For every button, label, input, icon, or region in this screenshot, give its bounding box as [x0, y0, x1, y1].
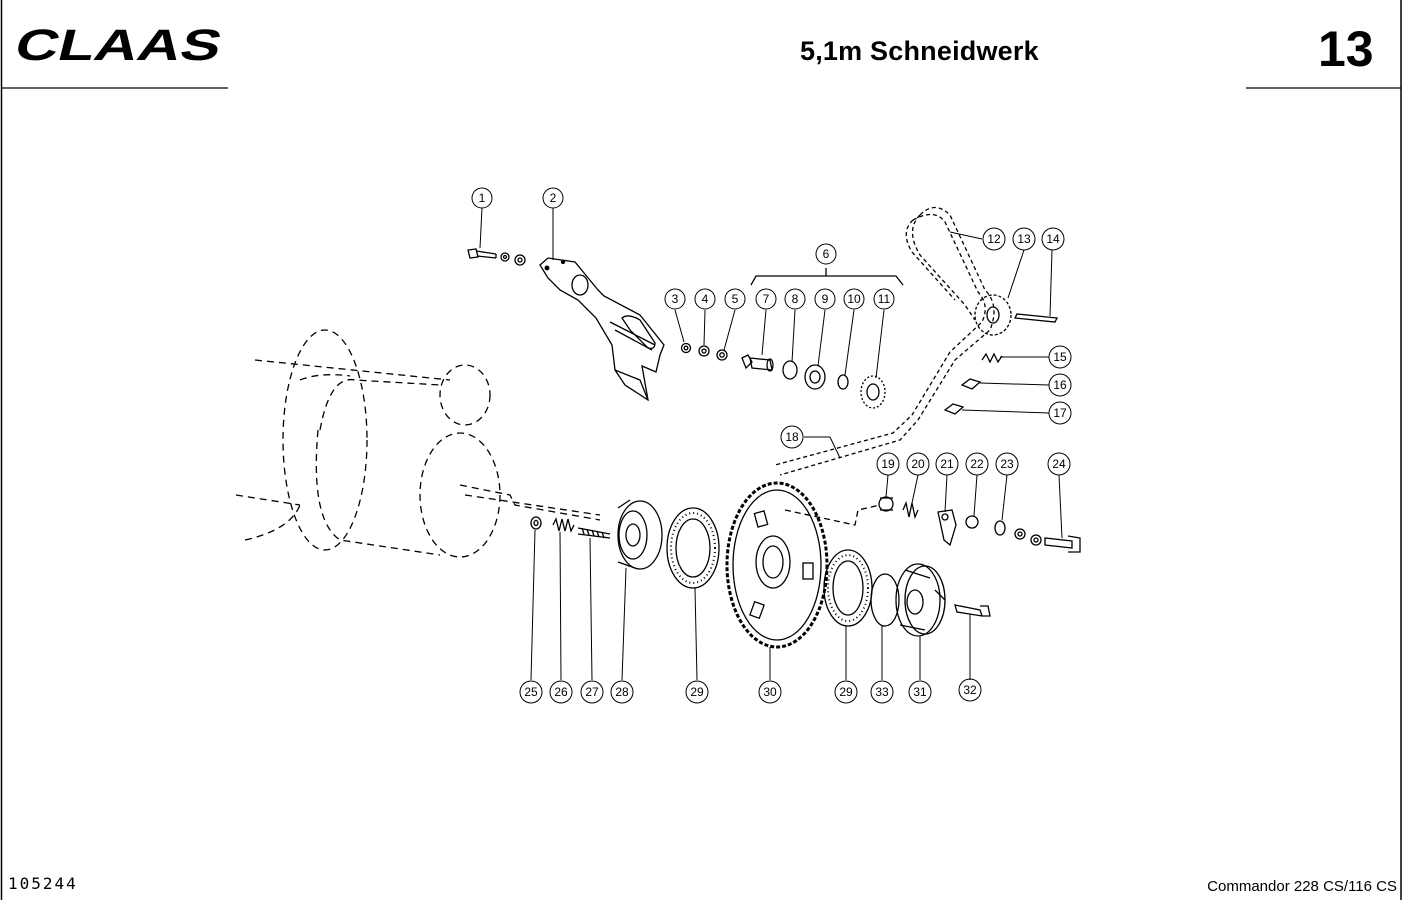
callout-19: 19 [881, 457, 895, 471]
callout-18: 18 [785, 430, 799, 444]
callout-9: 9 [822, 292, 829, 306]
callout-28: 28 [615, 685, 629, 699]
callout-16: 16 [1053, 378, 1067, 392]
callout-10: 10 [847, 292, 861, 306]
spring-15 [981, 352, 1003, 364]
callout-21: 21 [940, 457, 954, 471]
upper-sprocket [974, 294, 1012, 336]
callout-4: 4 [702, 292, 709, 306]
callout-29-left: 29 [690, 685, 704, 699]
callout-24: 24 [1052, 457, 1066, 471]
tensioner-parts [878, 496, 1081, 553]
hub-cover-31 [895, 563, 946, 637]
bracket-assembly [467, 248, 728, 402]
callout-circles [471, 187, 1072, 704]
model-label: Commandor 228 CS/116 CS [1207, 878, 1397, 895]
friction-disc-right [823, 549, 873, 627]
claas-logo: CLAAS [10, 22, 227, 68]
shaft-parts [530, 499, 663, 570]
callout-6: 6 [823, 247, 830, 261]
callout-1: 1 [479, 191, 486, 205]
pin-14 [1013, 313, 1059, 323]
callout-32: 32 [963, 683, 977, 697]
link-16 [960, 378, 982, 390]
spring-ring-33 [870, 573, 900, 627]
page-number: 13 [1318, 21, 1374, 77]
callout-27: 27 [585, 685, 599, 699]
leader-lines [479, 207, 1063, 681]
svg-text:CLAAS: CLAAS [10, 22, 227, 68]
document-number: 105244 [8, 874, 78, 893]
bolt-32 [954, 604, 991, 617]
drive-chain [774, 206, 995, 476]
callout-23: 23 [1000, 457, 1014, 471]
callout-31: 31 [913, 685, 927, 699]
callout-15: 15 [1053, 350, 1067, 364]
callout-30: 30 [763, 685, 777, 699]
callout-8: 8 [792, 292, 799, 306]
callout-17: 17 [1053, 406, 1067, 420]
callout-7: 7 [763, 292, 770, 306]
callout-13: 13 [1017, 232, 1031, 246]
page-title: 5,1m Schneidwerk [800, 36, 1039, 66]
center-line [784, 504, 881, 526]
friction-disc-left [666, 507, 720, 589]
callout-33: 33 [875, 685, 889, 699]
callout-29-right: 29 [839, 685, 853, 699]
callout-5: 5 [732, 292, 739, 306]
callout-25: 25 [524, 685, 538, 699]
idler-assembly [741, 354, 886, 409]
callout-2: 2 [550, 191, 557, 205]
callout-11: 11 [878, 292, 891, 306]
housing-outline [235, 329, 601, 558]
callout-20: 20 [911, 457, 925, 471]
large-sprocket [725, 481, 829, 649]
callout-26: 26 [554, 685, 568, 699]
callout-3: 3 [672, 292, 679, 306]
link-17 [943, 403, 965, 415]
callout-12: 12 [987, 232, 1001, 246]
group-bracket-6 [750, 275, 904, 286]
callout-22: 22 [970, 457, 984, 471]
callout-14: 14 [1046, 232, 1060, 246]
